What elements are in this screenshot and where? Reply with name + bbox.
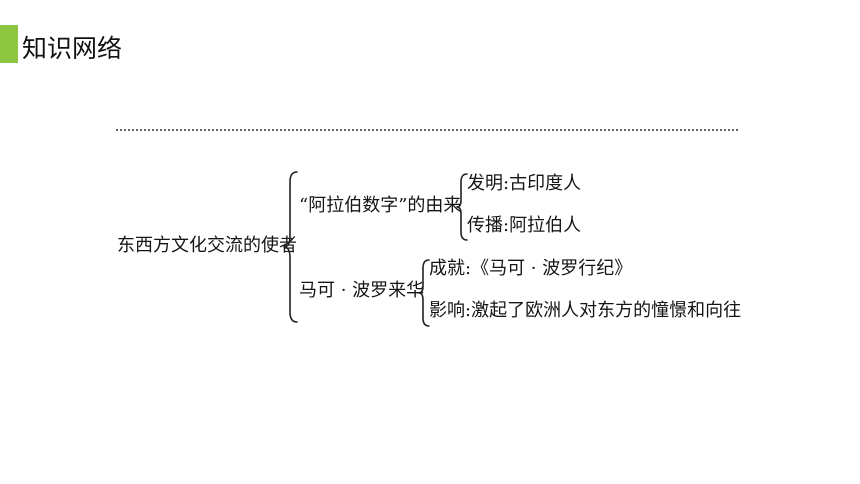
title-accent-bar — [0, 25, 18, 63]
branch-1-item-invention: 发明:古印度人 — [467, 173, 582, 194]
map-root-topic: 东西方文化交流的使者 — [117, 235, 297, 256]
page-title: 知识网络 — [22, 34, 123, 63]
branch-2-brace — [418, 259, 430, 327]
branch-label-arabic-numerals: “阿拉伯数字”的由来 — [299, 195, 462, 216]
branch-1-item-spread: 传播:阿拉伯人 — [467, 215, 582, 236]
branch-2-item-achievement: 成就:《马可 · 波罗行纪》 — [429, 258, 633, 279]
branch-label-marco-polo: 马可 · 波罗来华 — [299, 280, 425, 301]
branch-2-item-influence: 影响:激起了欧洲人对东方的憧憬和向往 — [429, 300, 742, 321]
main-brace — [283, 171, 298, 323]
dotted-divider — [116, 129, 738, 131]
branch-1-brace — [456, 173, 468, 241]
